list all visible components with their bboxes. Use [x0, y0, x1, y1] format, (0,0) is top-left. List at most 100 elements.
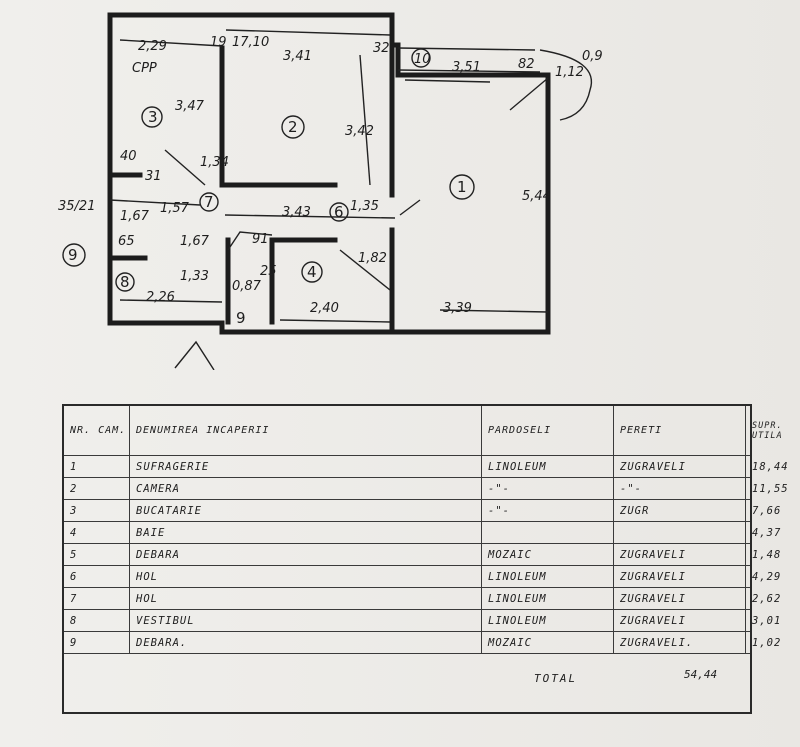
svg-text:35/21: 35/21 — [58, 199, 95, 214]
cell-area: 3,01 — [752, 614, 782, 627]
cell-wall: ZUGRAVELI. — [614, 632, 746, 653]
svg-text:3,47: 3,47 — [175, 99, 205, 114]
svg-text:0,9: 0,9 — [582, 49, 603, 64]
cell-nr: 2 — [64, 478, 130, 499]
svg-text:91: 91 — [252, 232, 269, 247]
svg-text:2,29: 2,29 — [138, 39, 167, 54]
svg-text:1,34: 1,34 — [200, 155, 229, 170]
cell-area: 1,02 — [752, 636, 782, 649]
header-floor: PARDOSELI — [482, 406, 614, 455]
room-8-label: 8 — [120, 273, 130, 291]
svg-text:1,33: 1,33 — [180, 269, 209, 284]
table-header: NR. CAM. DENUMIREA INCAPERII PARDOSELI P… — [64, 406, 782, 456]
svg-text:3,42: 3,42 — [345, 124, 374, 139]
room-9-label: 9 — [68, 246, 78, 264]
cell-name: DEBARA. — [130, 632, 482, 653]
svg-text:65: 65 — [118, 234, 135, 249]
cell-area: 1,48 — [752, 548, 782, 561]
room-3-label: 3 — [148, 108, 158, 126]
svg-text:25: 25 — [260, 264, 277, 279]
room-1-label: 1 — [457, 178, 467, 196]
svg-text:1,57: 1,57 — [160, 201, 190, 216]
svg-text:82: 82 — [518, 57, 535, 72]
cell-nr: 6 — [64, 566, 130, 587]
svg-text:1,67: 1,67 — [120, 209, 150, 224]
cell-name: SUFRAGERIE — [130, 456, 482, 477]
svg-text:1,12: 1,12 — [555, 65, 584, 80]
header-area: SUPR. UTILA — [752, 420, 783, 441]
cell-wall: ZUGRAVELI — [614, 588, 746, 609]
svg-text:31: 31 — [145, 169, 162, 184]
cell-name: HOL — [130, 588, 482, 609]
room-2-label: 2 — [288, 118, 298, 136]
cell-nr: 3 — [64, 500, 130, 521]
cell-name: BAIE — [130, 522, 482, 543]
cell-name: DEBARA — [130, 544, 482, 565]
cell-area: 7,66 — [752, 504, 782, 517]
cell-wall: ZUGRAVELI — [614, 610, 746, 631]
total-row: TOTAL 54,44 — [64, 654, 750, 712]
room-schedule-table: NR. CAM. DENUMIREA INCAPERII PARDOSELI P… — [62, 404, 788, 714]
header-nr: NR. CAM. — [64, 406, 130, 455]
svg-text:19: 19 — [210, 35, 227, 50]
cell-wall: ZUGR — [614, 500, 746, 521]
svg-text:17,10: 17,10 — [232, 35, 269, 50]
wall-outline — [107, 12, 551, 335]
balcony-arc — [539, 49, 592, 121]
cell-floor: -"- — [482, 478, 614, 499]
cell-area: 4,37 — [752, 526, 782, 539]
room-6-label: 6 — [334, 203, 344, 221]
cell-nr: 5 — [64, 544, 130, 565]
cell-wall: ZUGRAVELI — [614, 456, 746, 477]
svg-text:CPP: CPP — [132, 61, 157, 76]
cell-floor: LINOLEUM — [482, 566, 614, 587]
cell-area: 2,62 — [752, 592, 782, 605]
cell-nr: 1 — [64, 456, 130, 477]
cell-wall: ZUGRAVELI — [614, 566, 746, 587]
total-value: 54,44 — [684, 668, 718, 681]
cell-name: BUCATARIE — [130, 500, 482, 521]
cell-floor: MOZAIC — [482, 632, 614, 653]
cell-nr: 4 — [64, 522, 130, 543]
floor-plan: 3 2 1 4 6 7 8 9 9 10 2,29 19 17,10 3,41 … — [58, 12, 603, 370]
svg-text:40: 40 — [120, 149, 137, 164]
svg-text:3,41: 3,41 — [283, 49, 312, 64]
cell-area: 18,44 — [752, 460, 789, 473]
header-name: DENUMIREA INCAPERII — [130, 406, 482, 455]
cell-nr: 8 — [64, 610, 130, 631]
cell-nr: 9 — [64, 632, 130, 653]
north-arrow — [174, 340, 215, 370]
cell-wall — [614, 522, 746, 543]
cell-floor: LINOLEUM — [482, 456, 614, 477]
header-wall: PERETI — [614, 406, 746, 455]
cell-floor: MOZAIC — [482, 544, 614, 565]
cell-wall: ZUGRAVELI — [614, 544, 746, 565]
cell-nr: 7 — [64, 588, 130, 609]
svg-text:5,44: 5,44 — [522, 189, 551, 204]
svg-text:1,35: 1,35 — [350, 199, 379, 214]
svg-text:2,40: 2,40 — [310, 301, 339, 316]
cell-floor — [482, 522, 614, 543]
svg-text:2,26: 2,26 — [146, 290, 175, 305]
svg-text:1,67: 1,67 — [180, 234, 210, 249]
svg-text:0,87: 0,87 — [232, 279, 262, 294]
cell-name: CAMERA — [130, 478, 482, 499]
cell-name: HOL — [130, 566, 482, 587]
room-7-label: 7 — [204, 193, 214, 211]
cell-floor: -"- — [482, 500, 614, 521]
svg-text:3,51: 3,51 — [452, 60, 481, 75]
cell-floor: LINOLEUM — [482, 588, 614, 609]
room-4-label: 4 — [307, 263, 317, 281]
room-10-label: 10 — [414, 52, 431, 67]
cell-name: VESTIBUL — [130, 610, 482, 631]
svg-text:3,39: 3,39 — [443, 301, 472, 316]
